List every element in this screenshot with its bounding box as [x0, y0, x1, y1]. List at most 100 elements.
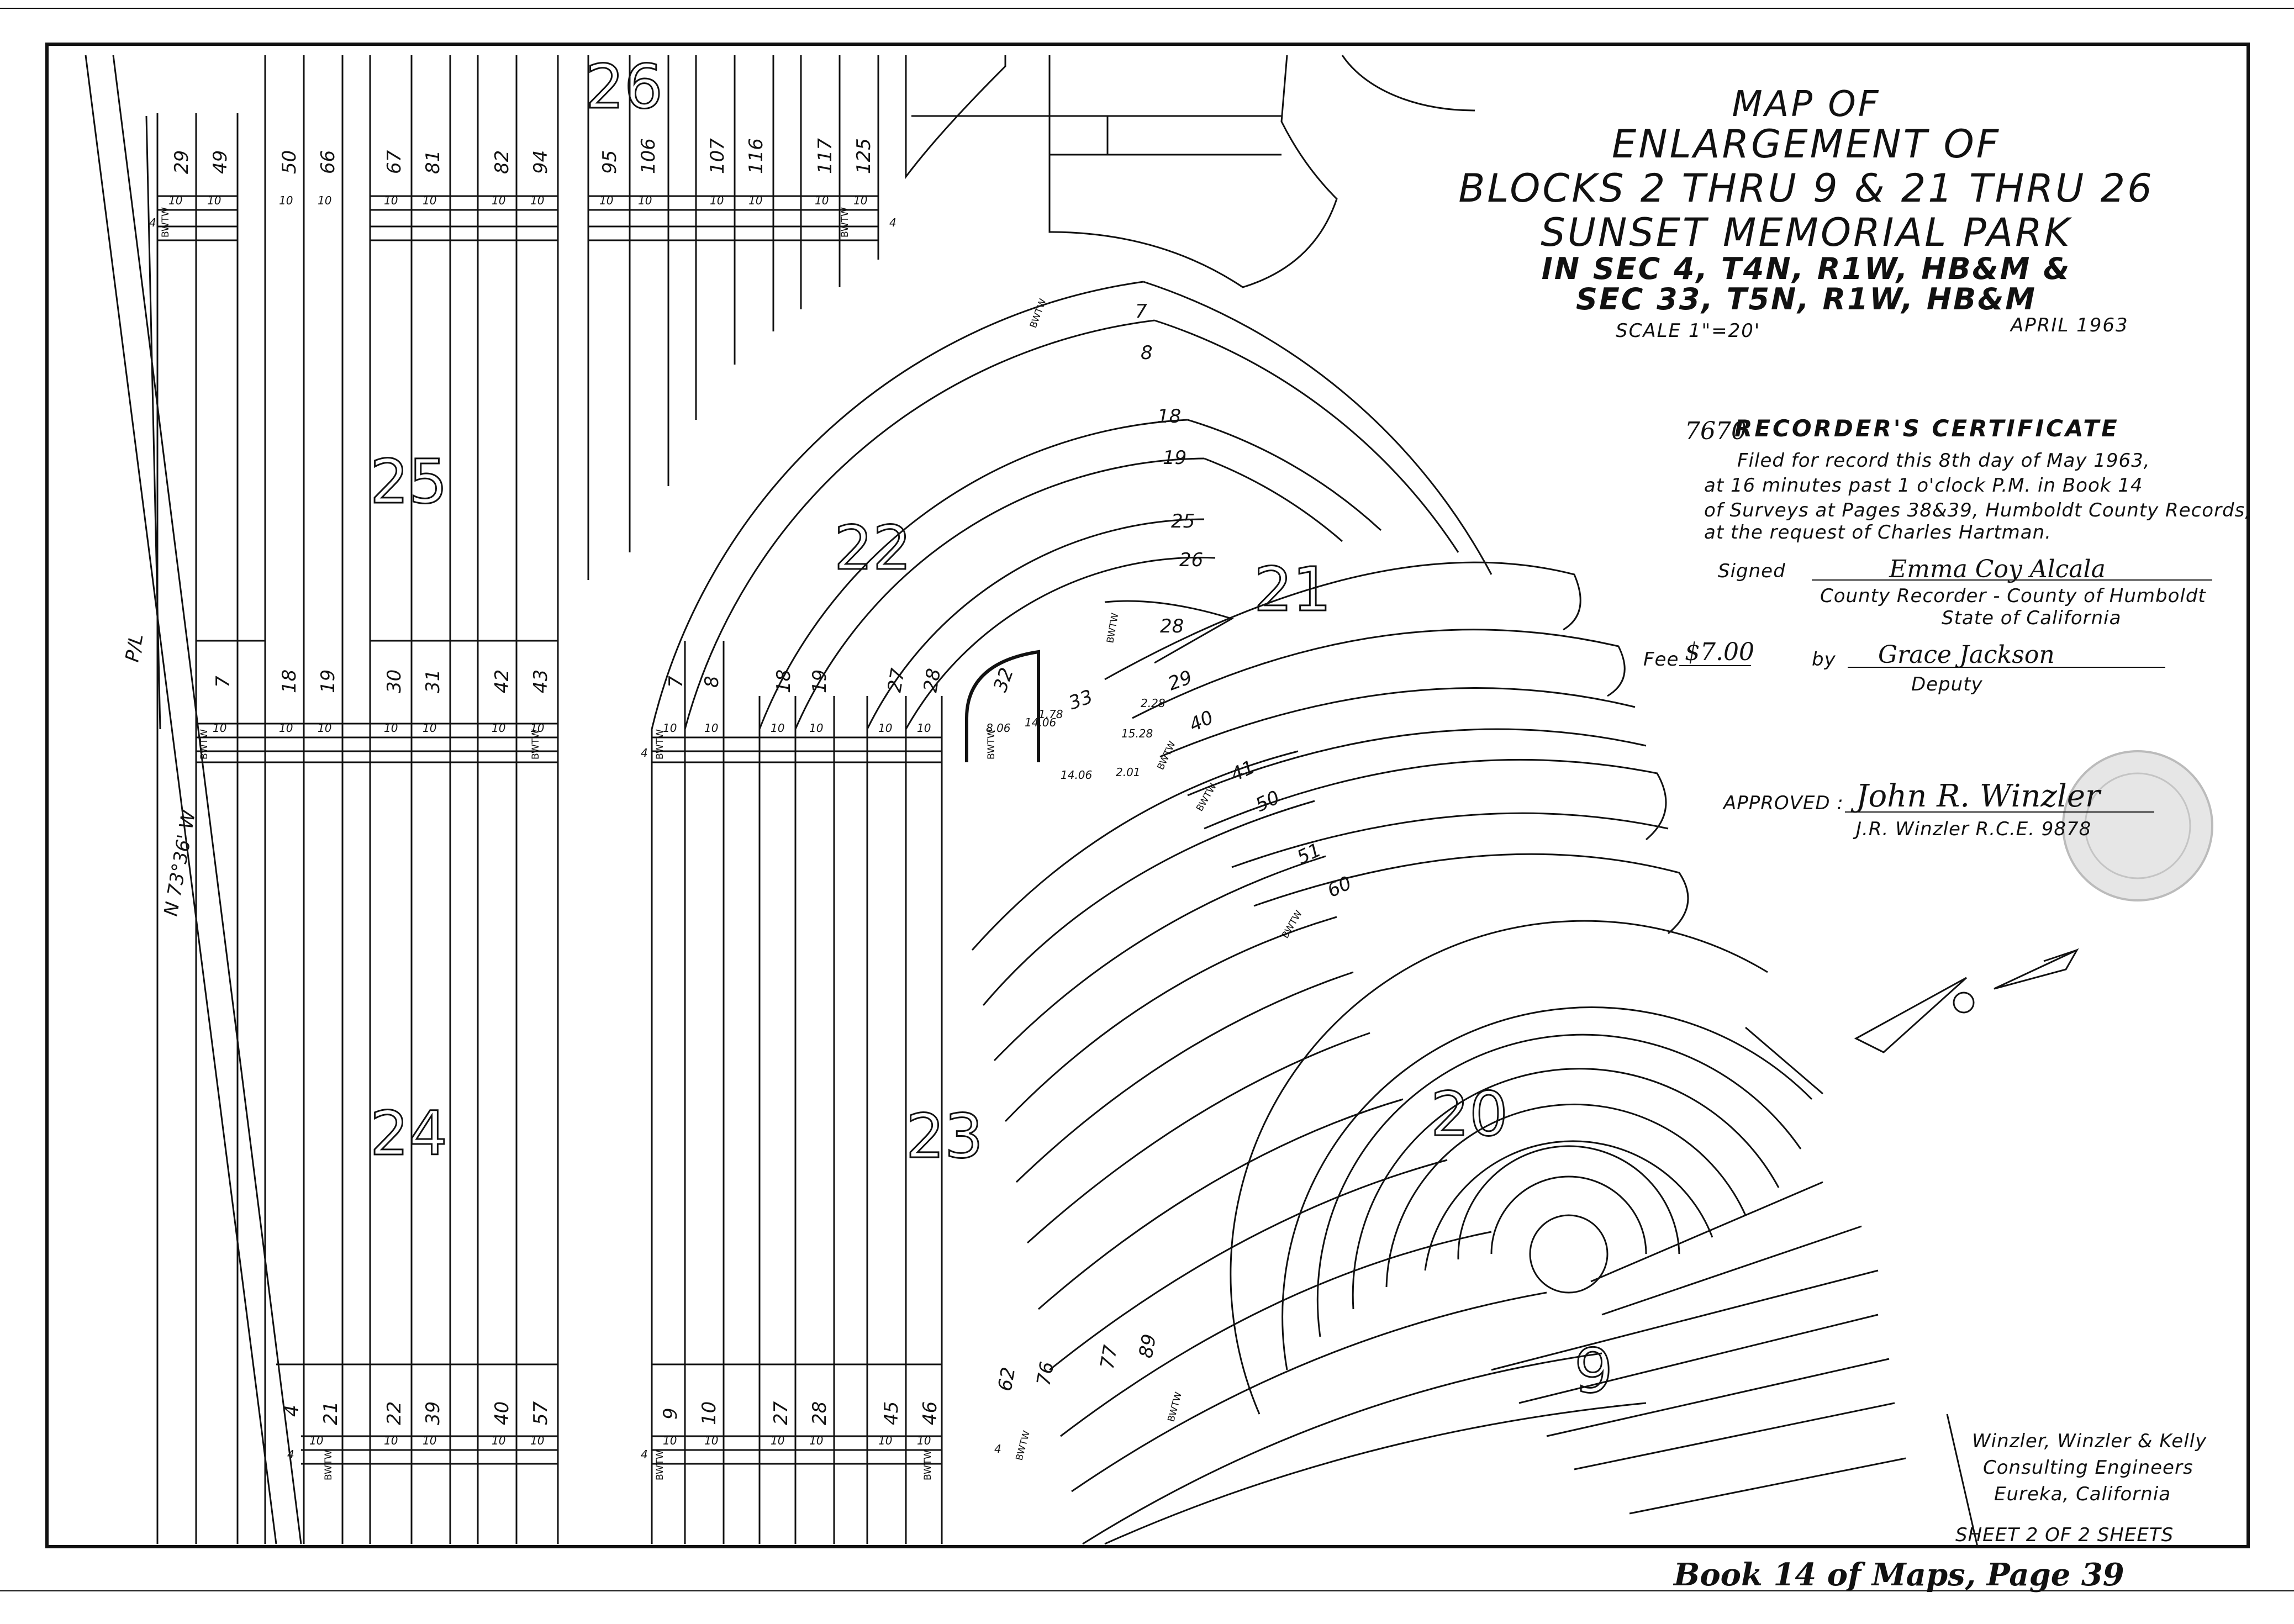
lot-number: 28 — [809, 1401, 831, 1425]
lot-number: 7 — [665, 676, 687, 688]
state-label: State of California — [1942, 607, 2121, 629]
lot-number: 18 — [1157, 405, 1181, 428]
bwtw-marker: BWTW — [1166, 1391, 1185, 1423]
dim-ten: 10 — [279, 721, 293, 735]
lot-number: 25 — [1171, 510, 1195, 532]
title-line4: SUNSET MEMORIAL PARK — [1541, 210, 2072, 255]
block-23-label: 23 — [906, 1101, 983, 1172]
dim-ten: 10 — [663, 721, 677, 735]
property-line-inner — [112, 55, 302, 1544]
bwtw-marker: BWTW — [1280, 909, 1305, 941]
dim-four: 4 — [641, 746, 648, 760]
lot-number: 57 — [530, 1401, 552, 1425]
block-21-label: 21 — [1254, 554, 1331, 625]
deputy-signature: Grace Jackson — [1878, 641, 2055, 669]
title-line6: SEC 33, T5N, R1W, HB&M — [1576, 282, 2037, 317]
recorder-title: County Recorder - County of Humboldt — [1820, 585, 2206, 607]
block-24-label: 24 — [370, 1098, 447, 1169]
lot-number: 41 — [1227, 756, 1258, 787]
property-line — [85, 55, 277, 1544]
title-line1: MAP OF — [1732, 84, 1880, 125]
bwtw-marker: BWTW — [1028, 297, 1049, 330]
dim-ten: 10 — [809, 721, 823, 735]
bwtw-marker: BWTW — [840, 207, 851, 238]
signed-label: Signed — [1718, 560, 1786, 582]
lot-number: 106 — [637, 138, 660, 174]
dim-ten: 10 — [318, 721, 331, 735]
block-20-label: 20 — [1431, 1079, 1508, 1150]
lot-number: 27 — [770, 1401, 792, 1425]
dim-ten: 10 — [917, 1434, 931, 1447]
dim-ten: 10 — [423, 194, 436, 207]
lot-number: 39 — [422, 1401, 444, 1425]
lot-number: 19 — [809, 669, 831, 693]
deputy-title: Deputy — [1911, 673, 1983, 695]
lot-number: 32 — [989, 665, 1018, 695]
road-curve-b — [1341, 55, 1475, 112]
dim-ten: 10 — [213, 721, 226, 735]
recorder-signature: Emma Coy Alcala — [1889, 555, 2106, 583]
sheet-label: SHEET 2 OF 2 SHEETS — [1955, 1524, 2174, 1546]
dim-ten: 10 — [748, 194, 762, 207]
dim-ten: 10 — [384, 721, 398, 735]
lot-number: 49 — [209, 150, 231, 174]
dim-ten: 10 — [917, 721, 931, 735]
bwtw-marker: BWTW — [199, 729, 210, 760]
dim-8-06: 8.06 — [986, 721, 1011, 735]
dim-ten: 10 — [168, 194, 182, 207]
lot-number: 29 — [171, 150, 193, 174]
lot-number: 21 — [320, 1401, 342, 1425]
lot-number: 18 — [773, 669, 795, 693]
date-label: APRIL 1963 — [2010, 314, 2129, 336]
lot-number: 82 — [491, 150, 513, 174]
approved-label: APPROVED : — [1722, 792, 1844, 814]
certificate-line2: at 16 minutes past 1 o'clock P.M. in Boo… — [1704, 474, 2143, 497]
lot-number: 43 — [530, 669, 552, 693]
lot-number: 4 — [281, 1405, 303, 1417]
certificate-heading: RECORDER'S CERTIFICATE — [1734, 415, 2119, 442]
lot-number: 30 — [383, 669, 405, 693]
dim-ten: 10 — [704, 721, 718, 735]
road-curve-c — [1048, 55, 1338, 288]
dim-ten: 10 — [492, 721, 505, 735]
lot-numbers-top: 29 49 50 66 67 81 82 94 95 106 107 116 1… — [171, 138, 875, 174]
certificate-line1: Filed for record this 8th day of May 196… — [1737, 450, 2150, 472]
north-arrow — [1854, 948, 2079, 1053]
block-26-label: 26 — [586, 51, 663, 122]
dim-ten: 10 — [207, 194, 221, 207]
dim-ten: 10 — [309, 1434, 323, 1447]
dim-ten: 10 — [492, 1434, 505, 1447]
dim-ten: 10 — [279, 194, 293, 207]
lot-number: 89 — [1135, 1332, 1161, 1360]
bwtw-marker: BWTW — [323, 1450, 334, 1480]
document-number: 7670 — [1685, 417, 1747, 445]
title-line5: IN SEC 4, T4N, R1W, HB&M & — [1542, 251, 2071, 286]
lot-number: 50 — [278, 150, 300, 174]
lot-number: 27 — [883, 667, 909, 694]
lot-numbers-middle: 7 18 19 30 31 42 43 7 8 18 19 27 28 32 — [212, 665, 1018, 695]
dim-ten: 10 — [638, 194, 652, 207]
lot-number: 7 — [212, 676, 234, 688]
dim-four: 4 — [641, 1448, 648, 1461]
lot-number: 125 — [853, 138, 875, 174]
lot-number: 8 — [1141, 342, 1153, 364]
dim-ten: 10 — [530, 1434, 544, 1447]
lot-number: 45 — [880, 1401, 903, 1425]
dim-ten: 10 — [599, 194, 613, 207]
map-border — [45, 43, 2250, 1548]
title-line3: BLOCKS 2 THRU 9 & 21 THRU 26 — [1458, 166, 2154, 211]
bwtw-marker: BWTW — [530, 729, 541, 760]
dim-ten: 10 — [878, 1434, 892, 1447]
engineer-line1: Winzler, Winzler & Kelly — [1972, 1430, 2207, 1452]
lot-numbers-bottom: 4 21 22 39 40 57 9 10 27 28 45 46 62 76 … — [281, 1332, 1161, 1425]
title-line2: ENLARGEMENT OF — [1612, 122, 2001, 167]
dim-four: 4 — [994, 1442, 1001, 1456]
block-22-label: 22 — [834, 513, 911, 583]
lot-number: 95 — [599, 150, 621, 174]
lot-number: 10 — [698, 1401, 720, 1425]
approval-name: J.R. Winzler R.C.E. 9878 — [1853, 818, 2091, 840]
dim-ten: 10 — [384, 1434, 398, 1447]
lot-number: 28 — [919, 667, 945, 694]
dim-14-06-b: 14.06 — [1061, 768, 1092, 782]
